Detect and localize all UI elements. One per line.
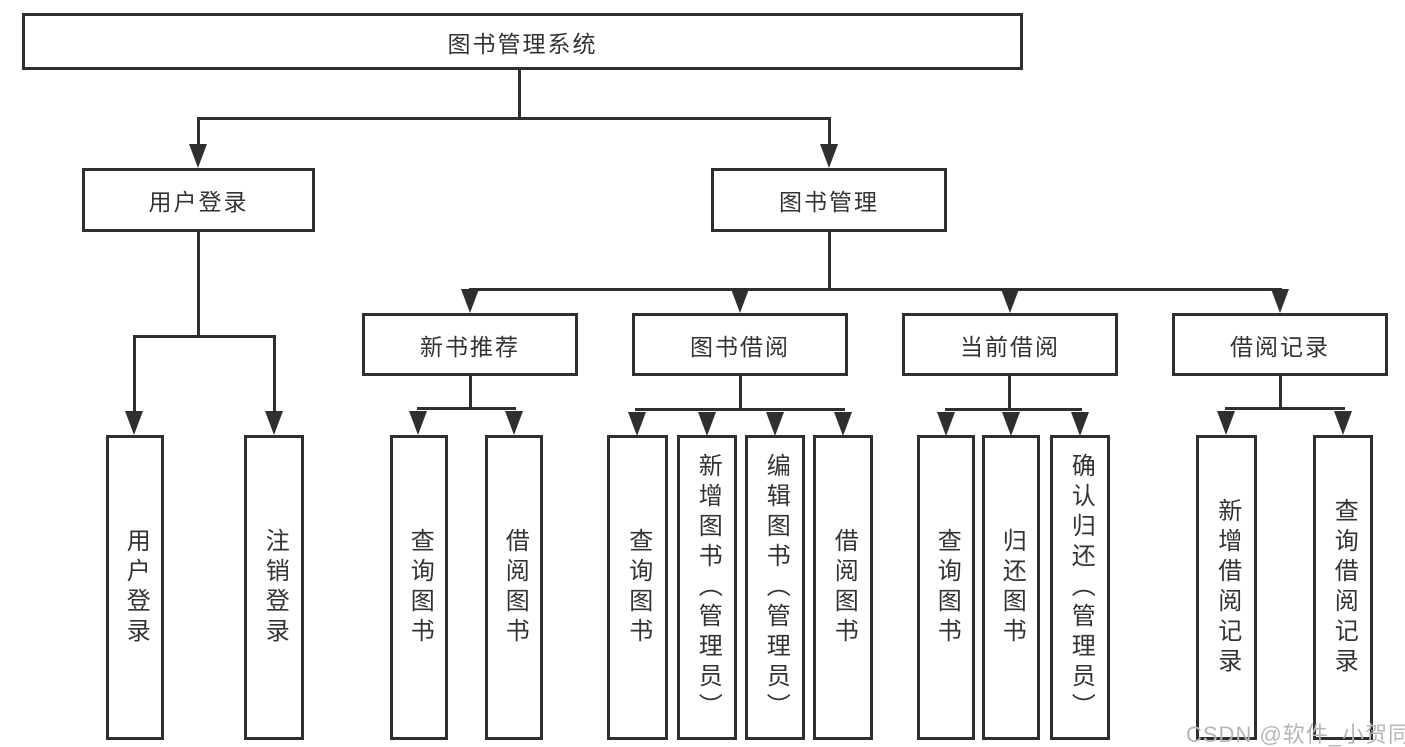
arrow-down-icon	[409, 411, 427, 435]
node-library-system: 图书管理系统	[22, 13, 1023, 70]
connector-line	[635, 408, 845, 411]
arrow-down-icon	[505, 411, 523, 435]
node-query-books-recommend: 查询图书	[390, 435, 448, 740]
arrow-down-icon	[766, 412, 784, 436]
arrow-down-icon	[698, 412, 716, 436]
arrow-down-icon	[1002, 412, 1020, 436]
connector-line	[739, 376, 742, 410]
node-confirm-return-admin: 确认归还（管理员）	[1050, 435, 1110, 740]
node-label: 新书推荐	[420, 333, 520, 360]
node-label: 查询图书	[933, 527, 961, 648]
connector-line	[828, 117, 831, 147]
node-leaf-user-login: 用户登录	[106, 435, 164, 740]
node-label: 借阅图书	[830, 527, 858, 648]
connector-line	[197, 117, 200, 147]
arrow-down-icon	[820, 144, 838, 168]
node-query-books-borrow: 查询图书	[607, 435, 668, 740]
arrow-down-icon	[628, 412, 646, 436]
node-add-borrow-record: 新增借阅记录	[1196, 435, 1257, 740]
csdn-watermark: CSDN @软件_小贺同学	[1186, 722, 1405, 747]
node-borrow-books-recommend: 借阅图书	[485, 435, 543, 740]
node-label: 查询图书	[406, 527, 434, 648]
node-label: 图书管理	[779, 189, 879, 215]
node-borrow-books: 借阅图书	[813, 435, 873, 740]
node-label: 借阅记录	[1230, 333, 1330, 360]
node-label: 图书借阅	[690, 333, 790, 360]
node-label: 查询借阅记录	[1330, 497, 1358, 678]
node-label: 确认归还（管理员）	[1067, 452, 1095, 723]
node-query-borrow-record: 查询借阅记录	[1313, 435, 1373, 740]
connector-line	[417, 407, 516, 410]
arrow-down-icon	[1334, 411, 1352, 435]
node-edit-book-admin: 编辑图书（管理员）	[745, 435, 805, 740]
node-new-book-recommendation: 新书推荐	[362, 313, 578, 376]
connector-line	[828, 232, 831, 290]
arrow-down-icon	[1071, 412, 1089, 436]
arrow-down-icon	[731, 289, 749, 313]
arrow-down-icon	[265, 411, 283, 435]
node-label: 借阅图书	[501, 527, 529, 648]
node-leaf-logout: 注销登录	[244, 435, 304, 740]
node-book-borrowing: 图书借阅	[632, 313, 848, 376]
arrow-down-icon	[189, 144, 207, 168]
node-current-borrowing: 当前借阅	[902, 313, 1118, 376]
node-label: 用户登录	[148, 189, 249, 215]
node-label: 查询图书	[624, 527, 652, 648]
node-book-management: 图书管理	[711, 168, 947, 232]
connector-line	[197, 232, 200, 337]
node-label: 新增图书（管理员）	[694, 452, 722, 723]
connector-line	[273, 335, 276, 413]
node-borrowing-records: 借阅记录	[1172, 313, 1388, 376]
arrow-down-icon	[834, 412, 852, 436]
node-label: 图书管理系统	[447, 30, 598, 57]
connector-line	[518, 70, 521, 119]
connector-line	[197, 117, 831, 120]
node-label: 注销登录	[261, 527, 289, 648]
node-add-book-admin: 新增图书（管理员）	[677, 435, 737, 740]
connector-line	[133, 335, 136, 413]
node-return-books: 归还图书	[982, 435, 1040, 740]
connector-line	[1225, 407, 1345, 410]
node-user-login: 用户登录	[82, 168, 315, 232]
node-query-books-current: 查询图书	[917, 435, 975, 740]
node-label: 新增借阅记录	[1213, 497, 1241, 678]
connector-line	[133, 335, 276, 338]
arrow-down-icon	[1217, 411, 1235, 435]
connector-line	[945, 408, 1082, 411]
arrow-down-icon	[1271, 289, 1289, 313]
connector-line	[1008, 376, 1011, 410]
node-label: 用户登录	[122, 527, 150, 648]
arrow-down-icon	[1001, 289, 1019, 313]
arrow-down-icon	[937, 412, 955, 436]
connector-line	[1279, 376, 1282, 409]
connector-line	[469, 288, 1282, 291]
arrow-down-icon	[461, 289, 479, 313]
arrow-down-icon	[125, 411, 143, 435]
node-label: 当前借阅	[960, 333, 1060, 360]
node-label: 编辑图书（管理员）	[762, 452, 790, 723]
connector-line	[469, 376, 472, 409]
node-label: 归还图书	[998, 527, 1026, 648]
